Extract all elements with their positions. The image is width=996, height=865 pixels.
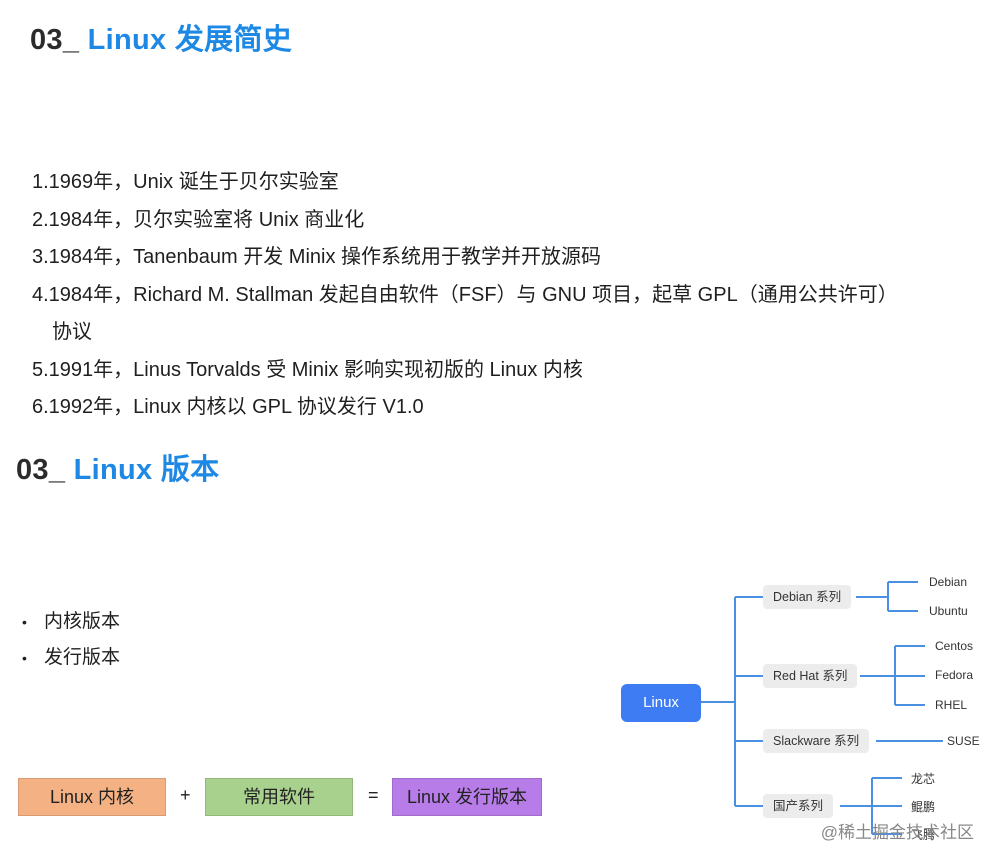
section-prefix: 03_ xyxy=(30,24,88,56)
section-title-history: 03_ Linux 发展简史 xyxy=(30,16,292,58)
mindmap-leaf: Fedora xyxy=(935,668,974,682)
mindmap-leaf: Centos xyxy=(935,639,974,653)
mindmap-leaf: RHEL xyxy=(935,698,968,712)
mindmap-leaf: Ubuntu xyxy=(929,604,968,618)
history-item-3: 3.1984年，Tanenbaum 开发 Minix 操作系统用于教学并开放源码 xyxy=(32,246,602,268)
mindmap-branch-domestic: 国产系列 xyxy=(763,794,834,818)
bullet-icon: • xyxy=(22,614,27,630)
bullet-icon: • xyxy=(22,650,27,667)
section-highlight: Linux 发展简史 xyxy=(87,24,293,56)
history-item-4: 4.1984年，Richard M. Stallman 发起自由软件（FSF）与… xyxy=(32,277,898,352)
list-item-label: 发行版本 xyxy=(44,647,121,669)
kernel-box: Linux 内核 xyxy=(18,778,166,816)
mindmap-leaf: 龙芯 xyxy=(911,772,936,786)
version-type-list: • 内核版本 • 发行版本 xyxy=(22,604,120,676)
site-watermark: @稀土掘金技术社区 xyxy=(820,823,974,842)
list-item: • 内核版本 xyxy=(22,604,120,640)
plus-sign: + xyxy=(180,785,191,805)
equals-sign: = xyxy=(368,785,379,805)
history-item-4-continuation: 协议 xyxy=(52,321,92,343)
mindmap-connectors xyxy=(701,581,943,835)
list-item-label: 内核版本 xyxy=(44,611,121,633)
mindmap-leaf: SUSE xyxy=(947,734,980,748)
mindmap-leaf: 飞腾 xyxy=(911,828,936,842)
mindmap-branch-redhat: Red Hat 系列 xyxy=(763,664,858,688)
section-prefix: 03_ xyxy=(16,454,74,486)
distribution-mindmap: Linux Debian 系列 Debian Ubuntu Red Hat 系列… xyxy=(600,560,996,865)
distribution-box: Linux 发行版本 xyxy=(392,778,542,816)
section-title-versions: 03_ Linux 版本 xyxy=(16,446,219,488)
history-list: 1.1969年，Unix 诞生于贝尔实验室 2.1984年，贝尔实验室将 Uni… xyxy=(32,164,898,427)
history-item-1: 1.1969年，Unix 诞生于贝尔实验室 xyxy=(32,171,339,193)
history-item-6: 6.1992年，Linux 内核以 GPL 协议发行 V1.0 xyxy=(32,396,424,418)
software-box: 常用软件 xyxy=(205,778,353,816)
mindmap-branch-debian: Debian 系列 xyxy=(763,585,852,609)
section-highlight: Linux 版本 xyxy=(73,454,220,486)
history-item-4-text: 4.1984年，Richard M. Stallman 发起自由软件（FSF）与… xyxy=(32,283,898,306)
mindmap-root: Linux xyxy=(621,684,701,722)
history-item-5: 5.1991年，Linus Torvalds 受 Minix 影响实现初版的 L… xyxy=(32,358,583,381)
mindmap-branch-slackware: Slackware 系列 xyxy=(763,729,870,753)
mindmap-leaf: 鲲鹏 xyxy=(911,800,936,814)
list-item: • 发行版本 xyxy=(22,640,120,676)
mindmap-leaf: Debian xyxy=(929,575,968,589)
history-item-2: 2.1984年，贝尔实验室将 Unix 商业化 xyxy=(32,208,365,231)
